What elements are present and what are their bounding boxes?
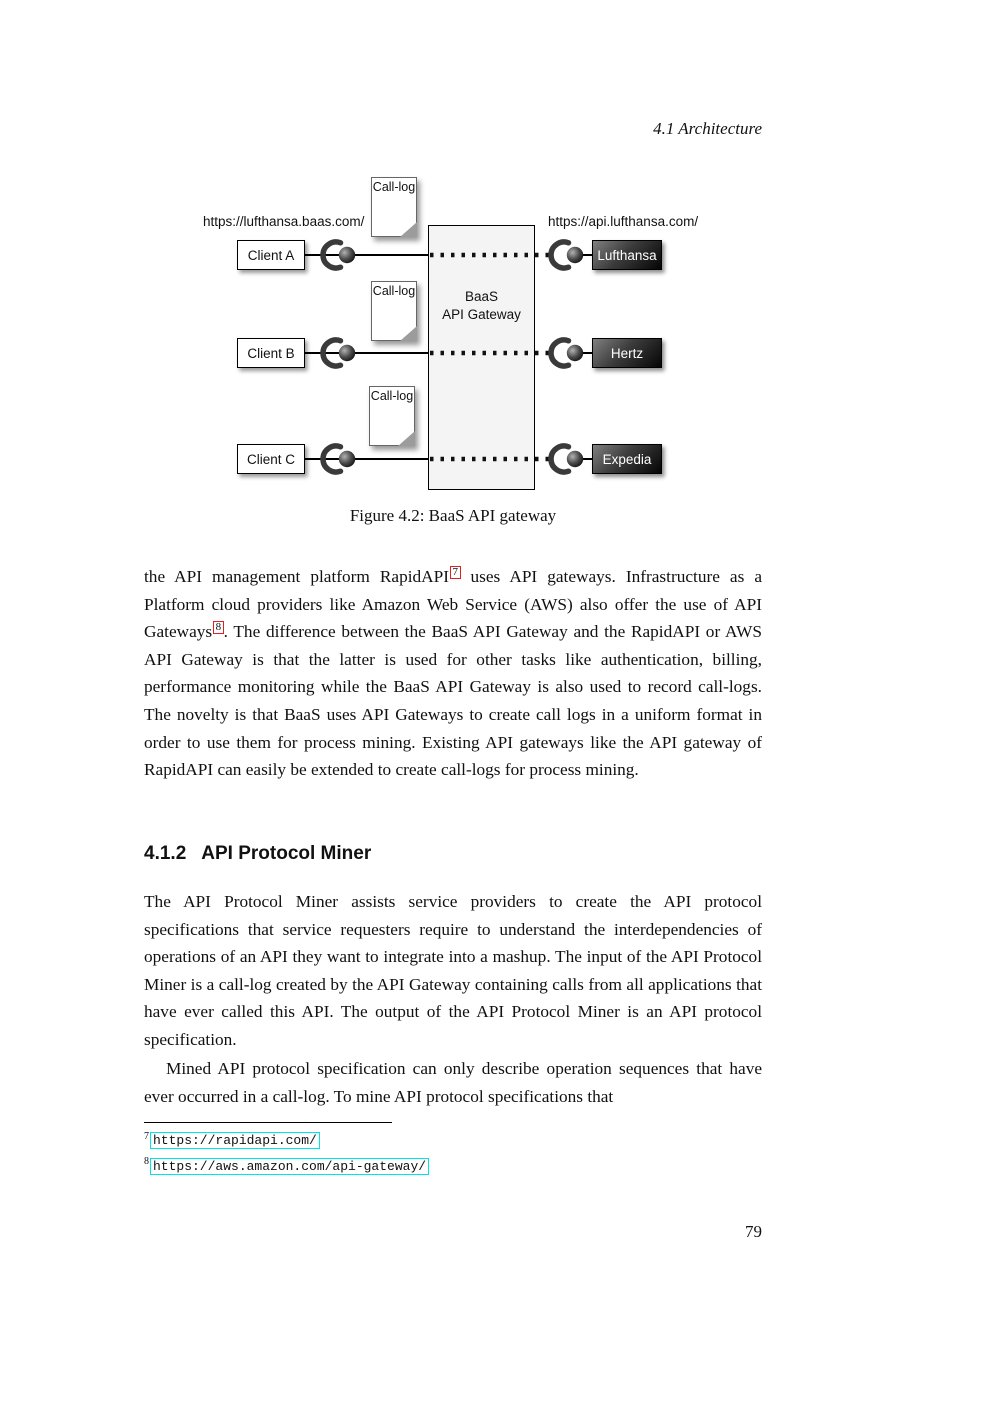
calllog-label: Call-log [370,389,414,403]
figure-wires [305,239,593,475]
footnote-rule [144,1122,392,1123]
figure-baas-api-gateway: BaaS API Gateway [0,0,1000,540]
wire-row-1 [305,239,593,271]
paragraph-1-text: uses API gateways. Infrastructure as a P… [144,567,762,642]
client-side-url: https://lufthansa.baas.com/ [203,214,365,229]
section-number: 4.1.2 [144,843,187,864]
service-lufthansa-box: Lufthansa [592,240,662,270]
socket-icon [320,239,344,271]
calllog-label: Call-log [372,284,416,298]
socket-icon [548,443,572,475]
section-heading: 4.1.2 API Protocol Miner [144,843,762,865]
calllog-document-icon: Call-log [371,281,417,341]
footnote-ref-8[interactable]: 8 [213,621,224,635]
gateway-label-line1: BaaS [464,289,499,304]
ball-connector-icon [566,450,584,468]
footnote-7-marker: 7 [144,1131,149,1142]
paragraph-3: Mined API protocol specification can onl… [144,1059,762,1106]
footnote-7-link[interactable]: https://rapidapi.com/ [150,1132,320,1150]
ball-connector-icon [566,344,584,362]
ball-connector-icon [338,450,356,468]
wire-row-3 [305,443,593,475]
footnote-ref-7[interactable]: 7 [450,566,461,579]
socket-icon [548,337,572,369]
running-header: 4.1 Architecture [653,119,762,138]
socket-icon [320,337,344,369]
calllog-document-icon: Call-log [369,386,415,446]
paragraph-1-text: the API management platform RapidAPI [144,567,449,586]
client-b-box: Client B [237,338,305,368]
service-expedia-box: Expedia [592,444,662,474]
wire-row-2 [305,337,593,369]
ball-connector-icon [338,246,356,264]
service-hertz-box: Hertz [592,338,662,368]
footnote-8-link[interactable]: https://aws.amazon.com/api-gateway/ [150,1157,430,1175]
ball-connector-icon [338,344,356,362]
footnote-8-marker: 8 [144,1156,149,1168]
figure-caption: Figure 4.2: BaaS API gateway [349,506,557,525]
calllog-label: Call-log [372,180,416,194]
baas-api-gateway-label: BaaS API Gateway [429,288,534,324]
page-number: 79 [745,1222,762,1241]
socket-icon [548,239,572,271]
client-c-box: Client C [237,444,305,474]
paragraph-2: The API Protocol Miner assists service p… [144,892,762,1049]
gateway-label-line2: API Gateway [442,307,521,322]
section-title: API Protocol Miner [201,843,372,864]
socket-icon [320,443,344,475]
ball-connector-icon [566,246,584,264]
paragraph-1-text: . The difference between the BaaS API Ga… [144,622,762,780]
baas-api-gateway-box: BaaS API Gateway [428,225,535,490]
calllog-document-icon: Call-log [371,177,417,237]
service-side-url: https://api.lufthansa.com/ [548,214,699,229]
client-a-box: Client A [237,240,305,270]
